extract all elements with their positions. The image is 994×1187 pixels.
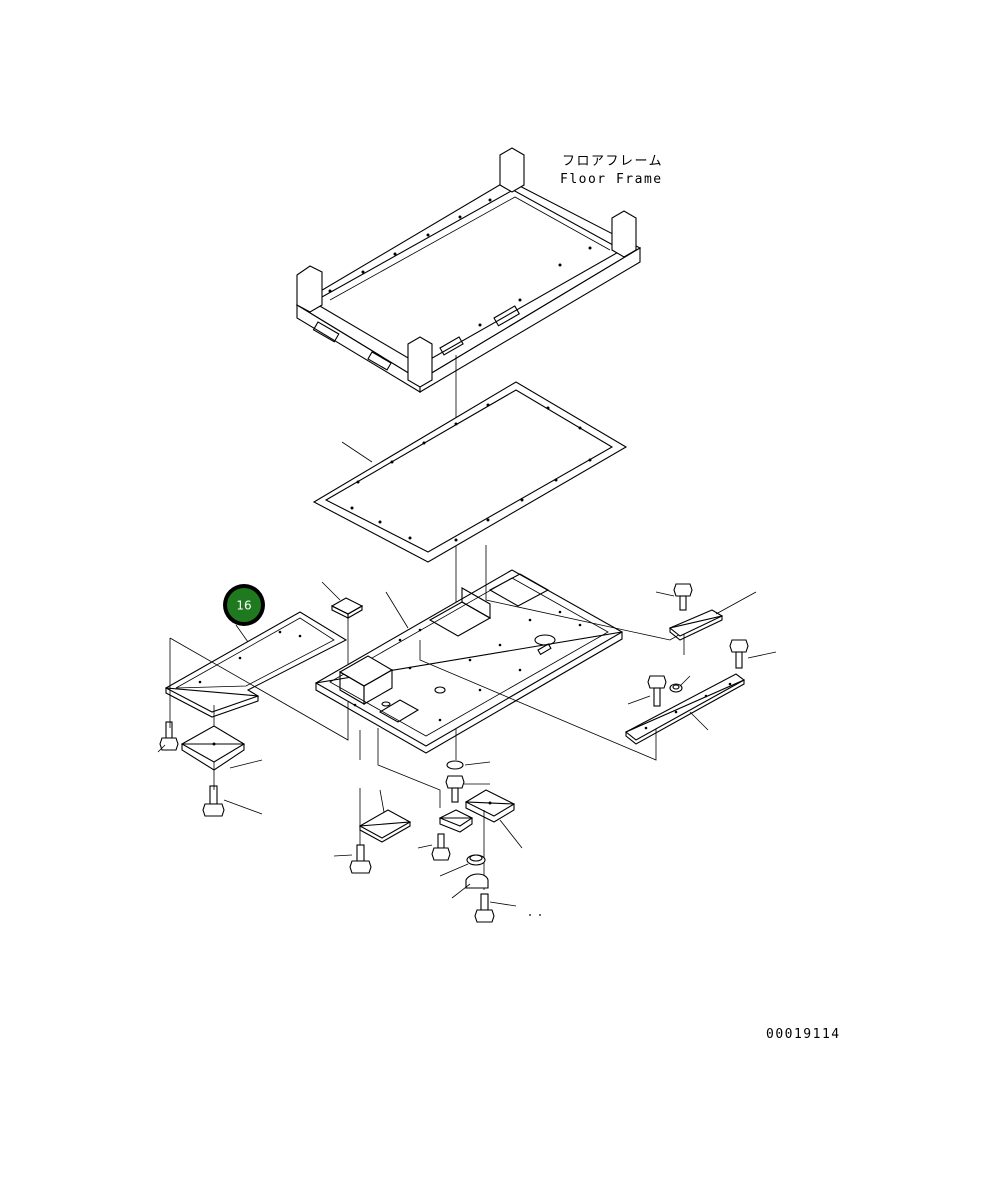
bracket-centre-right <box>464 789 516 823</box>
leader-bolt-lower-left <box>333 854 353 857</box>
bolt-lower-left <box>349 844 372 874</box>
drawing-number: 00019114 <box>766 1027 841 1042</box>
dot-a <box>529 914 531 916</box>
small-pad <box>330 597 364 665</box>
leader-washer-right <box>679 675 691 687</box>
floor-plate <box>314 569 624 754</box>
leader-right-upper <box>485 545 685 655</box>
bracket-centre <box>438 809 474 833</box>
bracket-plate-bottom <box>358 809 412 843</box>
bolt-bottom <box>474 893 495 923</box>
leader-bolt-right-mid <box>627 695 651 705</box>
bolt-centre-left <box>431 833 451 861</box>
floor-frame-label-jp: フロアフレーム <box>562 154 663 169</box>
leader-bracket-left <box>229 759 263 769</box>
bolt-right-far <box>729 639 749 669</box>
leader-bolt-left-bottom <box>223 799 263 815</box>
leader-plate-right-long <box>689 711 709 731</box>
grommet <box>466 854 486 866</box>
leader-bolt-centre-left <box>417 844 433 849</box>
bolt-right-mid <box>647 675 667 707</box>
dot-b <box>539 914 541 916</box>
leader-washer <box>464 761 491 766</box>
plate-right-small <box>668 609 724 641</box>
bolt-left-top <box>159 721 179 751</box>
leader-plate-right <box>715 591 757 615</box>
leader-small-pad <box>321 581 341 601</box>
cover-tab <box>465 873 489 889</box>
leader-right-lower <box>419 640 657 761</box>
bolt-right-top <box>673 583 693 611</box>
leader-gasket <box>341 441 373 463</box>
leader-bolt-right-top <box>655 591 675 597</box>
leader-plate-bottom <box>379 789 385 813</box>
leader-cover-tab <box>451 883 471 899</box>
washer-centre <box>446 760 464 770</box>
leader-grommet <box>439 863 469 877</box>
leader-bolt-left <box>157 744 166 753</box>
leader-floor-plate <box>385 591 409 629</box>
callout-number: 16 <box>236 599 251 613</box>
guide-left-2 <box>169 637 349 741</box>
washer-right <box>669 683 683 693</box>
left-cover-plate <box>164 611 348 718</box>
bracket-left <box>180 725 246 771</box>
leader-bolt-right-far <box>747 651 777 659</box>
bolt-left-bottom <box>202 785 225 817</box>
leader-callout-16 <box>235 624 249 643</box>
floor-gasket <box>312 381 628 563</box>
bolt-centre-top <box>445 775 465 803</box>
leader-bracket-right <box>499 819 523 849</box>
floor-frame-label-en: Floor Frame <box>560 172 663 187</box>
floor-frame <box>295 147 642 393</box>
callout-badge-16[interactable]: 16 <box>223 584 265 626</box>
leader-bolt-bottom <box>489 901 517 907</box>
guide-centre-1 <box>377 728 441 808</box>
plate-right-long <box>625 673 746 745</box>
